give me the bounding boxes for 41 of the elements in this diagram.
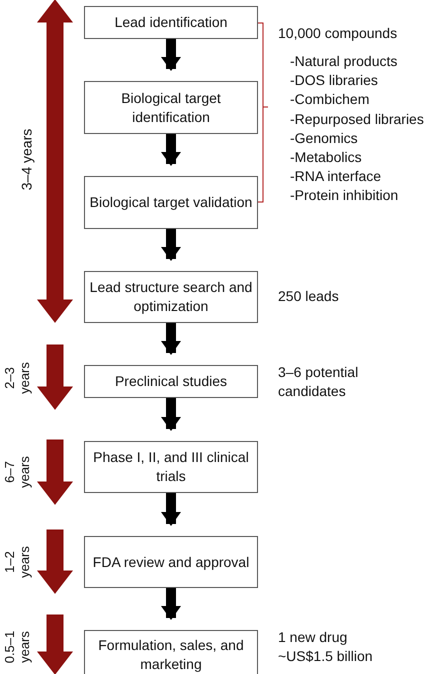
annotation-text: 10,000 compounds bbox=[278, 24, 398, 43]
arrow bbox=[161, 398, 181, 431]
annotation-text: 250 leads bbox=[278, 287, 339, 306]
list-item: -Genomics bbox=[290, 128, 358, 148]
arrow bbox=[161, 323, 181, 355]
list-item: -Repurposed libraries bbox=[290, 110, 424, 129]
process-box bbox=[84, 365, 258, 398]
annotation-text: 1 new drug bbox=[278, 628, 348, 647]
arrow bbox=[161, 588, 181, 620]
step-label: Biological target validation bbox=[90, 193, 252, 212]
list-item: -Natural products bbox=[290, 52, 398, 71]
process-box bbox=[84, 441, 258, 493]
list-item: -Protein inhibition bbox=[290, 186, 398, 206]
duration-label: 0.5–1 years bbox=[2, 630, 32, 666]
step-label: Lead structure search and optimization bbox=[88, 278, 254, 316]
process-box bbox=[84, 176, 258, 229]
duration-label: 1–2 years bbox=[2, 545, 32, 580]
list-item: -Metabolics bbox=[290, 148, 362, 167]
duration-label: 6–7 years bbox=[2, 455, 32, 490]
duration-label: 2–3 years bbox=[2, 361, 32, 396]
step-label: Formulation, sales, and marketing bbox=[97, 636, 245, 674]
process-box bbox=[84, 630, 258, 674]
annotation-text: ~US$1.5 billion bbox=[278, 647, 373, 666]
step-label: Biological target identification bbox=[120, 88, 222, 126]
step-label: FDA review and approval bbox=[92, 552, 250, 572]
step-label: Phase I, II, and III clinical trials bbox=[92, 448, 250, 486]
arrow bbox=[161, 134, 181, 166]
arrow bbox=[161, 39, 181, 71]
process-box bbox=[84, 81, 258, 134]
annotation-text: 3–6 potential candidates bbox=[278, 363, 360, 401]
process-box bbox=[84, 536, 258, 588]
step-label: Lead identification bbox=[114, 13, 228, 32]
arrow bbox=[161, 493, 181, 526]
list-item: -RNA interface bbox=[290, 167, 382, 186]
process-box bbox=[84, 6, 258, 39]
list-item: -Combichem bbox=[290, 90, 370, 110]
list-item: -DOS libraries bbox=[290, 71, 378, 90]
process-box bbox=[84, 271, 258, 323]
duration-label: 3–4 years bbox=[20, 128, 34, 192]
step-label: Preclinical studies bbox=[114, 372, 228, 391]
arrow bbox=[161, 229, 181, 261]
